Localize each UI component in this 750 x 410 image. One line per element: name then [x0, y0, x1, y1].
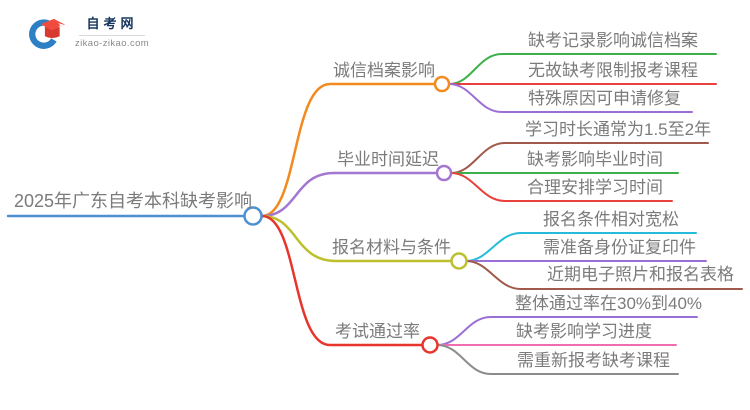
branch-label-materials: 报名材料与条件	[332, 238, 451, 257]
branch-connector-passrate	[260, 214, 424, 347]
leaf-connector	[465, 260, 743, 290]
branch-node-circle	[433, 75, 451, 93]
leaf-label: 需重新报考缺考课程	[517, 351, 670, 370]
leaf-connector	[450, 142, 709, 174]
leaf-label: 近期电子照片和报名表格	[547, 265, 734, 284]
logo-divider	[79, 35, 146, 36]
leaf-label: 无故缺考限制报考课程	[528, 61, 698, 80]
leaf-label: 报名条件相对宽松	[543, 210, 679, 229]
leaf-label: 特殊原因可申请修复	[528, 89, 681, 108]
leaf-label: 缺考影响学习进度	[516, 322, 652, 341]
branch-label-integrity: 诚信档案影响	[333, 61, 435, 80]
branch-connector-materials	[260, 214, 453, 263]
logo-text: 自考网 zikao-zikao.com	[75, 13, 149, 49]
graduation-cap-logo-icon	[29, 18, 65, 49]
branch-node-circle	[435, 164, 453, 182]
branch-connector-integrity	[260, 82, 437, 218]
leaf-connector	[448, 53, 717, 85]
leaf-label: 缺考影响毕业时间	[527, 150, 663, 169]
logo-domain: zikao-zikao.com	[75, 38, 150, 49]
branch-label-graduation: 毕业时间延迟	[337, 150, 439, 169]
branch-node-circle	[450, 252, 468, 270]
branch-connector-graduation	[260, 171, 439, 218]
leaf-label: 学习时长通常为1.5至2年	[525, 120, 712, 139]
cap-board	[40, 18, 65, 31]
root-node-circle	[243, 206, 263, 226]
branch-label-passrate: 考试通过率	[335, 322, 420, 341]
logo-title: 自考网	[86, 16, 138, 31]
branch-node-circle	[421, 336, 439, 354]
leaf-connector	[436, 344, 679, 375]
logo[interactable]: 自考网 zikao-zikao.com	[28, 12, 149, 50]
leaf-connector	[450, 172, 673, 202]
leaf-label: 整体通过率在30%到40%	[515, 294, 703, 313]
leaf-label: 缺考记录影响诚信档案	[528, 31, 698, 50]
cap-tassel-notch	[58, 23, 65, 28]
cap-front	[44, 26, 60, 39]
leaf-label: 需准备身份证复印件	[543, 238, 696, 257]
leaf-connector	[448, 83, 693, 113]
root-node-label: 2025年广东自考本科缺考影响	[14, 191, 253, 211]
leaf-label: 合理安排学习时间	[527, 178, 663, 197]
